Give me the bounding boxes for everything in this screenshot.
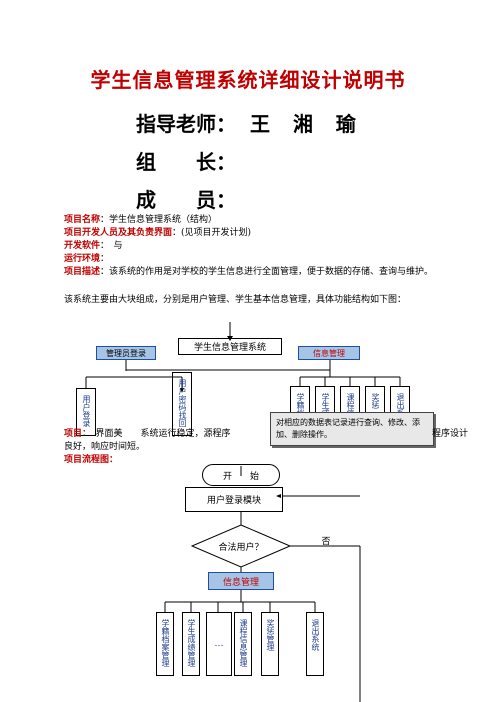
flow-child-3: …	[206, 612, 232, 676]
child-label-4: 奖惩	[371, 393, 380, 409]
software-line: 开发软件： 与	[64, 240, 436, 253]
flow-child-1: 学籍档案管理	[156, 612, 174, 676]
feature-line-2: 良好，响应时间短。	[64, 442, 146, 452]
child-label-2: 学生成绩	[321, 393, 330, 425]
child-label-3: 课程信息	[346, 393, 355, 425]
root-box: 学生信息管理系统	[178, 338, 282, 355]
admin-login-label: 管理员登录	[106, 348, 146, 358]
flow-login-label: 用户登录模块	[206, 496, 261, 506]
flow-child-label-1: 学籍档案管理	[161, 619, 170, 667]
child-label-1: 学籍档案	[296, 393, 305, 425]
feature-line: 项目： 界面美 系统运行稳定，源程序	[64, 428, 264, 441]
env-value: ：	[100, 254, 110, 264]
pwd-recover-label: 用户密码找回	[178, 379, 187, 427]
env-label: 运行环境	[64, 254, 101, 264]
description-value: ：该系统的作用是对学校的学生信息进行全面管理，便于数据的存储、查询与维护。	[100, 267, 434, 277]
feature-tail: 程序设计	[432, 429, 469, 439]
env-line: 运行环境：	[64, 253, 436, 266]
developers-value: ：(见项目开发计划)	[172, 228, 252, 238]
flow-child-5: 奖惩管理	[261, 612, 279, 676]
root-label: 学生信息管理系统	[193, 343, 266, 353]
flow-label: 项目流程图	[64, 455, 110, 465]
developers-label: 项目开发人员及其负责界面	[64, 228, 173, 238]
admin-login-box: 管理员登录	[96, 346, 156, 360]
advisor-label: 指导老师：	[136, 112, 236, 136]
software-value: ： 与	[100, 241, 123, 251]
child-label-5: 退出系统	[396, 393, 405, 425]
software-label: 开发软件	[64, 241, 101, 251]
user-login-label: 用户登录	[82, 395, 91, 427]
description-para: 项目描述：该系统的作用是对学校的学生信息进行全面管理，便于数据的存储、查询与维护…	[64, 266, 436, 279]
user-login-box: 用户登录	[76, 388, 96, 436]
flow-colon: ：	[109, 455, 119, 465]
flow-child-label-6: 退出系统	[311, 619, 320, 651]
decision-no-label: 否	[321, 536, 331, 547]
flow-child-label-3: …	[214, 639, 224, 649]
flow-login-box: 用户登录模块	[185, 487, 283, 512]
document-title: 学生信息管理系统详细设计说明书	[90, 68, 406, 92]
flow-start: 开 始	[202, 464, 280, 486]
pwd-recover-box: 用户密码找回	[172, 372, 192, 436]
developers-line: 项目开发人员及其负责界面：(见项目开发计划)	[64, 227, 436, 240]
project-name-label: 项目名称	[64, 215, 101, 225]
description-para-2: 该系统主要由大块组成，分别是用户管理、学生基本信息管理，具体功能结构如下图：	[64, 295, 407, 305]
flow-child-label-2: 学生成绩管理	[187, 619, 196, 667]
flow-line: 项目流程图：	[64, 454, 436, 467]
project-name-line: 项目名称：学生信息管理系统（结构）	[64, 214, 436, 227]
flow-child-6: 退出系统	[306, 612, 324, 676]
leader-line: 组 长：	[136, 150, 236, 174]
flow-child-4: 课程信息管理	[234, 612, 252, 676]
flow-child-label-4: 课程信息管理	[239, 619, 248, 667]
info-manage-box: 信息管理	[298, 346, 360, 360]
decision-label: 合法用户？	[218, 542, 264, 553]
flow-manage-label: 信息管理	[222, 577, 259, 588]
flow-start-label: 开 始	[222, 471, 259, 482]
feature-label: 项目	[64, 429, 83, 439]
description-label: 项目描述	[64, 267, 101, 277]
flow-manage-box: 信息管理	[208, 572, 274, 590]
project-name-value: ：学生信息管理系统（结构）	[100, 215, 218, 225]
advisor-line: 指导老师： 王 湘 瑜	[136, 108, 364, 137]
members-line: 成 员：	[136, 188, 236, 212]
flow-child-2: 学生成绩管理	[182, 612, 200, 676]
feature-value: ： 界面美 系统运行稳定，源程序	[82, 429, 231, 439]
operation-note: 对相应的数据表记录进行查询、修改、添加、删除操作。	[270, 412, 434, 446]
advisor-name: 王 湘 瑜	[250, 112, 364, 136]
info-manage-label: 信息管理	[313, 348, 345, 358]
flow-child-label-5: 奖惩管理	[266, 619, 275, 651]
